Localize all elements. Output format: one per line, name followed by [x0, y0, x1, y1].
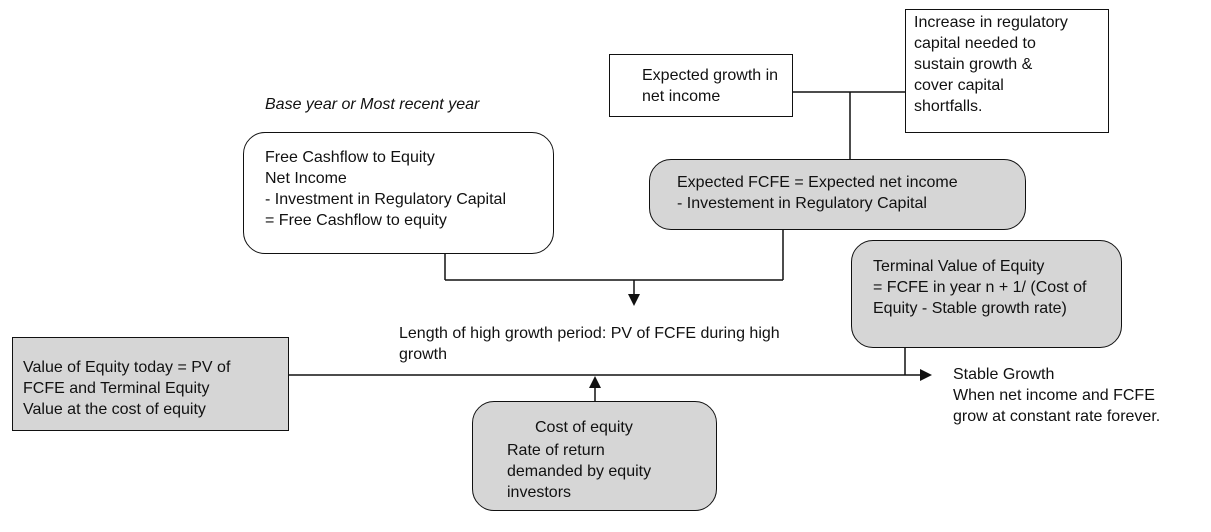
cost-equity-line: Rate of return: [507, 442, 605, 459]
reg-capital-line: capital needed to: [914, 35, 1036, 52]
terminal-value-box: Terminal Value of Equity = FCFE in year …: [851, 240, 1122, 348]
cost-equity-line: investors: [507, 484, 572, 501]
expected-growth-box: Expected growth in net income: [609, 54, 793, 117]
value-line: Value of Equity today = PV of: [23, 359, 231, 376]
down-arrow-head: [628, 294, 640, 306]
fcfe-base-line: Free Cashflow to Equity: [265, 149, 435, 166]
fcfe-base-line: Net Income: [265, 170, 347, 187]
regulatory-capital-box: Increase in regulatory capital needed to…: [905, 9, 1109, 133]
stable-growth-label: Stable Growth When net income and FCFE g…: [953, 364, 1160, 427]
reg-capital-line: sustain growth &: [914, 56, 1033, 73]
high-growth-label: Length of high growth period: PV of FCFE…: [399, 323, 780, 365]
cost-equity-line: demanded by equity: [507, 463, 652, 480]
stable-growth-line: When net income and FCFE: [953, 387, 1155, 404]
value-line: Value at the cost of equity: [23, 401, 206, 418]
base-year-label: Base year or Most recent year: [265, 96, 480, 113]
terminal-line: Equity - Stable growth rate): [873, 300, 1067, 317]
fcfe-base-box: Free Cashflow to Equity Net Income - Inv…: [243, 132, 554, 254]
high-growth-line: growth: [399, 346, 448, 363]
value-of-equity-box: Value of Equity today = PV of FCFE and T…: [12, 337, 289, 431]
expected-fcfe-box: Expected FCFE = Expected net income - In…: [649, 159, 1026, 230]
cost-of-equity-title: Cost of equity: [535, 419, 633, 436]
terminal-line: Terminal Value of Equity: [873, 258, 1045, 275]
high-growth-line: Length of high growth period: PV of FCFE…: [399, 325, 780, 342]
fcfe-base-line: - Investment in Regulatory Capital: [265, 191, 506, 208]
growth-line: net income: [642, 88, 721, 105]
right-arrow-head: [920, 369, 932, 381]
reg-capital-line: Increase in regulatory: [914, 14, 1068, 31]
expected-fcfe-line: Expected FCFE = Expected net income: [677, 174, 958, 191]
growth-line: Expected growth in: [642, 67, 779, 84]
stable-growth-line: grow at constant rate forever.: [953, 408, 1161, 425]
value-line: FCFE and Terminal Equity: [23, 380, 210, 397]
terminal-line: = FCFE in year n + 1/ (Cost of: [873, 279, 1087, 296]
up-arrow-head: [589, 376, 601, 388]
reg-capital-line: shortfalls.: [914, 98, 983, 115]
expected-fcfe-line: - Investement in Regulatory Capital: [677, 195, 927, 212]
fcfe-base-line: = Free Cashflow to equity: [265, 212, 447, 229]
stable-growth-line: Stable Growth: [953, 366, 1055, 383]
reg-capital-line: cover capital: [914, 77, 1004, 94]
cost-of-equity-box: Cost of equity Rate of return demanded b…: [472, 401, 717, 511]
